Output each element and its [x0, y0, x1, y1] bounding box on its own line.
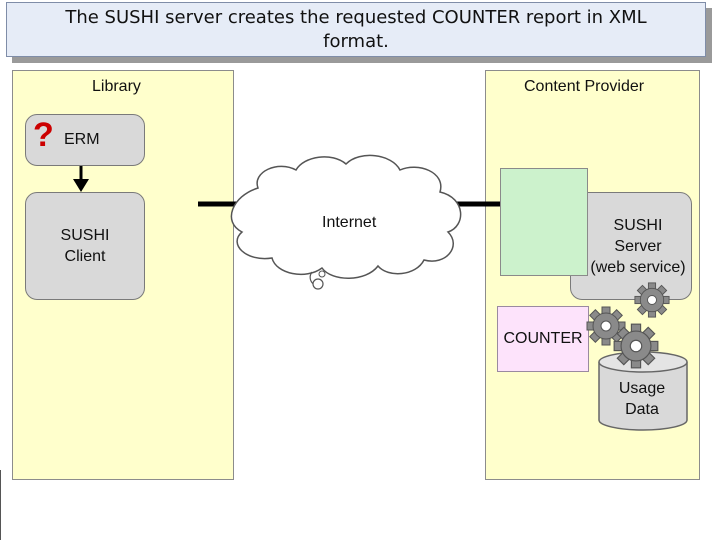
- gears-group: [586, 282, 670, 369]
- question-mark-icon: ?: [33, 116, 54, 154]
- slide-title: The SUSHI server creates the requested C…: [6, 2, 706, 57]
- green-request-box: [500, 168, 588, 276]
- content-provider-label: Content Provider: [524, 78, 645, 95]
- gear-icon-large: [613, 323, 659, 369]
- counter-label: COUNTER: [503, 330, 583, 347]
- gear-icon-small: [634, 282, 670, 318]
- usage-data-line2: Data: [625, 401, 659, 418]
- usage-data-label: Usage Data: [604, 378, 680, 420]
- sushi-server-line2: Server: [614, 237, 662, 255]
- sushi-server-line1: SUSHI: [613, 216, 663, 234]
- erm-label: ERM: [64, 131, 100, 148]
- sushi-client-line2: Client: [64, 248, 106, 265]
- usage-data-line1: Usage: [618, 380, 666, 397]
- cloud-icon: [230, 154, 462, 290]
- library-label: Library: [92, 78, 141, 95]
- sushi-client-box: SUSHI Client: [25, 192, 145, 300]
- database-icon: [598, 351, 688, 431]
- erm-box: ERM: [25, 114, 145, 166]
- arrow-down-icon: [73, 166, 89, 192]
- cloud-tail-circle-small: [318, 270, 326, 278]
- cloud-tail-circle: [312, 278, 324, 290]
- internet-label: Internet: [322, 214, 377, 231]
- sushi-client-line1: SUSHI: [60, 227, 110, 244]
- sushi-server-line3: (web service): [590, 258, 686, 276]
- left-edge-line: [0, 470, 1, 540]
- gear-icon-left: [586, 306, 626, 346]
- counter-report-box: COUNTER: [497, 306, 589, 372]
